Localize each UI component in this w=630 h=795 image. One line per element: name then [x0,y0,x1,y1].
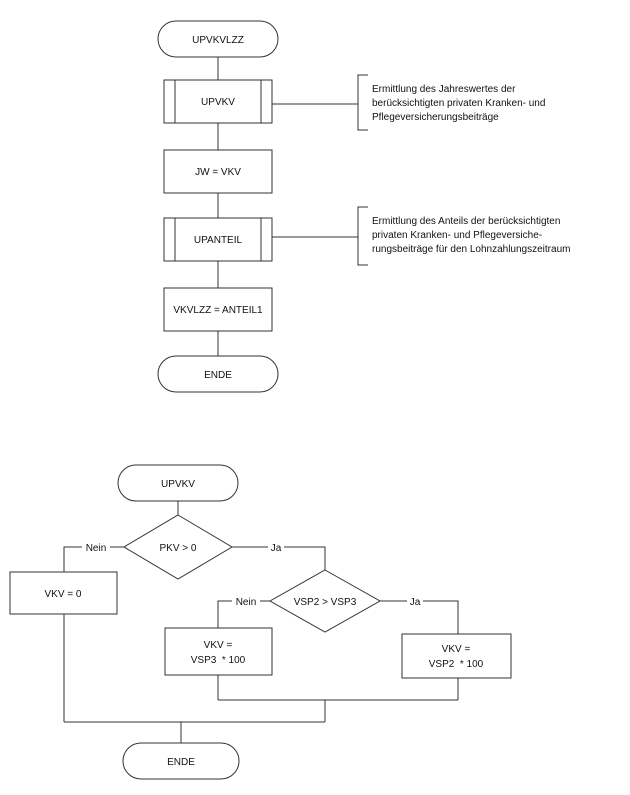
flow2-process-vsp2-line-1: VKV = [442,644,471,655]
annotation-2-bracket [357,206,368,266]
flow1-process-vkvlzz-label: VKVLZZ = ANTEIL1 [173,305,263,316]
annotation-2: Ermittlung des Anteils der berücksichtig… [372,216,570,255]
flow1-process-jw: JW = VKV [163,149,273,194]
annotation-1-line-3: Pflegeversicherungsbeiträge [372,112,499,123]
flow2-start-label: UPVKV [161,479,195,490]
flow1-process-vkvlzz: VKVLZZ = ANTEIL1 [163,287,273,332]
flow-2: UPVKV PKV > 0 Nein Ja VKV = 0 VSP2 > VSP… [9,464,512,780]
flow2-decision-vsp: VSP2 > VSP3 [268,569,382,633]
connector-decision2-yes [380,600,459,634]
flow2-process-vsp3-line-2: VSP3 * 100 [191,655,246,666]
flow2-process-vsp2: VKV = VSP2 * 100 [401,633,512,679]
annotation-2-line-1: Ermittlung des Anteils der berücksichtig… [372,216,560,227]
annotation-1-bracket [357,74,368,131]
flow1-subprocess-upvkv: UPVKV [163,79,273,124]
annotation-1: Ermittlung des Jahreswertes der berücksi… [372,84,545,123]
flow2-end-label: ENDE [167,757,195,768]
annotation-1-line-1: Ermittlung des Jahreswertes der [372,84,516,95]
annotation-2-line-3: rungsbeiträge für den Lohnzahlungszeitra… [372,244,570,255]
flow1-subprocess-upvkv-label: UPVKV [201,97,235,108]
decision1-yes-label: Ja [271,543,282,554]
flow2-decision-vsp-label: VSP2 > VSP3 [294,597,357,608]
flow1-process-jw-label: JW = VKV [195,167,241,178]
annotation-1-line-2: berücksichtigten privaten Kranken- und [372,98,545,109]
decision2-yes-label: Ja [410,597,421,608]
decision2-no-label-bg [232,595,260,607]
decision1-no-label-bg [82,541,110,553]
annotation-2-line-2: privaten Kranken- und Pflegeversiche- [372,230,542,241]
flow2-start-terminal: UPVKV [117,464,239,502]
flow2-decision-pkv-label: PKV > 0 [160,543,197,554]
flow2-process-vsp3: VKV = VSP3 * 100 [164,627,273,676]
decision2-no-label: Nein [236,597,257,608]
connector-decision1-yes [232,546,326,570]
flow2-process-vsp2-line-2: VSP2 * 100 [429,659,484,670]
flow-1: UPVKVLZZ UPVKV Ermittlung des Jahreswert… [157,20,570,393]
decision2-yes-label-bg [407,595,423,607]
flow1-end-terminal: ENDE [157,355,279,393]
flow1-start-terminal: UPVKVLZZ [157,20,279,58]
flow1-subprocess-upanteil: UPANTEIL [163,217,273,262]
flow1-start-label: UPVKVLZZ [192,35,244,46]
decision1-no-label: Nein [86,543,107,554]
flow1-end-label: ENDE [204,370,232,381]
flow2-end-terminal: ENDE [122,742,240,780]
flow1-subprocess-upanteil-label: UPANTEIL [194,235,243,246]
flow2-decision-pkv: PKV > 0 [123,514,233,580]
flow2-process-vkv0-label: VKV = 0 [45,589,82,600]
flow2-process-vsp3-line-1: VKV = [204,640,233,651]
flow2-process-vkv0: VKV = 0 [9,571,118,615]
decision1-yes-label-bg [268,541,284,553]
